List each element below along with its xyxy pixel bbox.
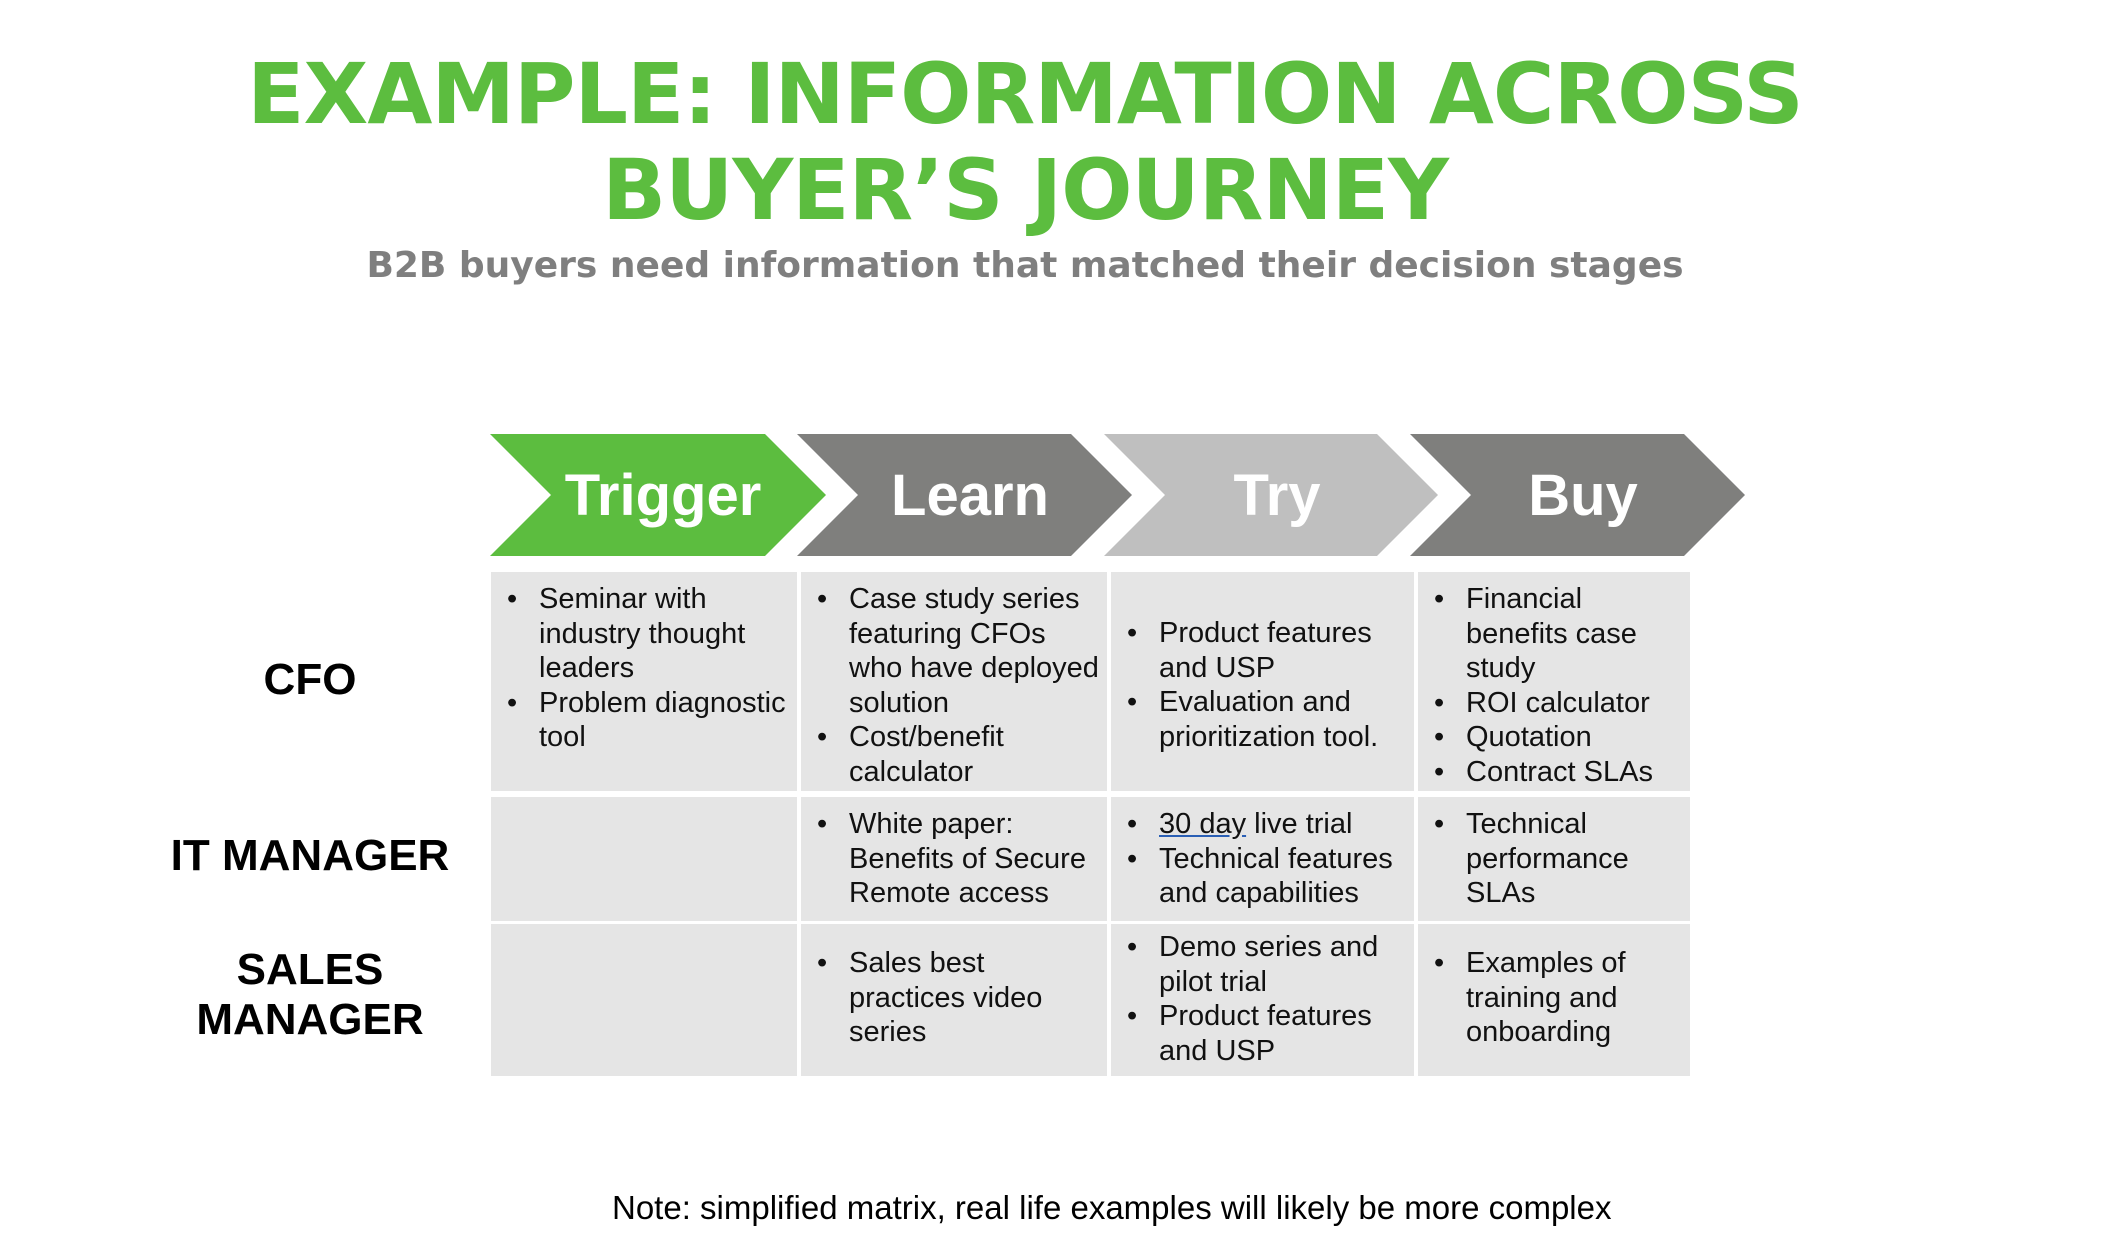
page-title-line-2: BUYER’S JOURNEY	[602, 141, 1449, 239]
list-item: Problem diagnostic tool	[507, 686, 789, 755]
stage-label-try: Try	[1233, 463, 1321, 528]
page-title-line-1: EXAMPLE: INFORMATION ACROSS	[247, 45, 1804, 143]
stage-label-buy: Buy	[1528, 463, 1638, 528]
list-item: Quotation	[1434, 720, 1682, 755]
cell-list: Seminar with industry thought leaders Pr…	[491, 582, 789, 755]
cell-list: Financial benefits case study ROI calcul…	[1418, 582, 1682, 789]
list-item: ROI calculator	[1434, 686, 1682, 721]
stage-arrow-learn	[797, 434, 1132, 556]
list-item: Financial benefits case study	[1434, 582, 1682, 686]
cell-cfo-learn: Case study series featuring CFOs who hav…	[801, 572, 1107, 791]
row-label-sales-manager-line-2: MANAGER	[196, 995, 424, 1044]
cell-it-manager-trigger	[491, 797, 797, 921]
list-item: Sales best practices video series	[817, 946, 1099, 1050]
cell-list: Sales best practices video series	[801, 946, 1099, 1050]
stage-arrow-try	[1104, 434, 1438, 556]
list-item: Product features and USP	[1127, 999, 1406, 1068]
stage-arrow-buy	[1410, 434, 1745, 556]
row-label-sales-manager: SALES MANAGER	[120, 945, 500, 1045]
trial-text: live trial	[1246, 808, 1353, 840]
list-item: Technical features and capabilities	[1127, 842, 1406, 911]
cell-list: White paper: Benefits of Secure Remote a…	[801, 807, 1099, 911]
cell-cfo-trigger: Seminar with industry thought leaders Pr…	[491, 572, 797, 791]
cell-sales-manager-trigger	[491, 924, 797, 1076]
list-item: Case study series featuring CFOs who hav…	[817, 582, 1099, 720]
cell-list: Technical performance SLAs	[1418, 807, 1682, 911]
stage-label-trigger: Trigger	[564, 463, 762, 528]
list-item: Product features and USP	[1127, 616, 1406, 685]
list-item: Examples of training and onboarding	[1434, 946, 1682, 1050]
stage-label-learn: Learn	[891, 463, 1049, 528]
cell-sales-manager-try: Demo series and pilot trial Product feat…	[1111, 924, 1414, 1076]
cell-cfo-try: Product features and USP Evaluation and …	[1111, 572, 1414, 791]
cell-cfo-buy: Financial benefits case study ROI calcul…	[1418, 572, 1690, 791]
cell-sales-manager-learn: Sales best practices video series	[801, 924, 1107, 1076]
page-subtitle: B2B buyers need information that matched…	[366, 245, 1684, 286]
cell-list: 30 day live trial Technical features and…	[1111, 807, 1406, 911]
cell-it-manager-try: 30 day live trial Technical features and…	[1111, 797, 1414, 921]
list-item: Seminar with industry thought leaders	[507, 582, 789, 686]
list-item: Technical performance SLAs	[1434, 807, 1682, 911]
list-item: 30 day live trial	[1127, 807, 1406, 842]
list-item: Cost/benefit calculator	[817, 720, 1099, 789]
footer-note: Note: simplified matrix, real life examp…	[612, 1189, 1612, 1226]
list-item: Demo series and pilot trial	[1127, 930, 1406, 999]
list-item: Contract SLAs	[1434, 755, 1682, 790]
stage-arrow-trigger	[490, 434, 826, 556]
cell-it-manager-buy: Technical performance SLAs	[1418, 797, 1690, 921]
cell-sales-manager-buy: Examples of training and onboarding	[1418, 924, 1690, 1076]
underlined-phrase: 30 day	[1159, 808, 1247, 840]
row-label-it-manager: IT MANAGER	[170, 831, 450, 880]
list-item: White paper: Benefits of Secure Remote a…	[817, 807, 1099, 911]
list-item: Evaluation and prioritization tool.	[1127, 685, 1406, 754]
cell-list: Product features and USP Evaluation and …	[1111, 616, 1406, 754]
cell-list: Demo series and pilot trial Product feat…	[1111, 930, 1406, 1068]
cell-it-manager-learn: White paper: Benefits of Secure Remote a…	[801, 797, 1107, 921]
cell-list: Examples of training and onboarding	[1418, 946, 1682, 1050]
row-label-sales-manager-line-1: SALES	[236, 945, 384, 994]
cell-list: Case study series featuring CFOs who hav…	[801, 582, 1099, 789]
row-label-cfo: CFO	[263, 655, 357, 704]
